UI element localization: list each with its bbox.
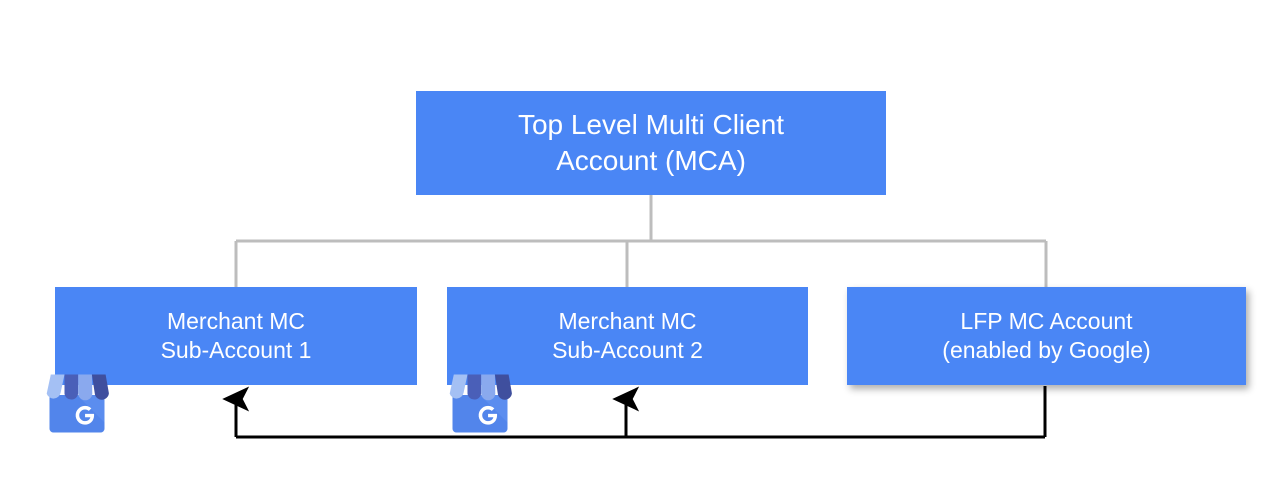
node-merchant-sub-account-2-label: Merchant MC Sub-Account 2: [552, 307, 703, 363]
node-top-level-mca-label: Top Level Multi Client Account (MCA): [517, 109, 785, 176]
node-lfp-mc-account[interactable]: LFP MC Account (enabled by Google): [847, 287, 1246, 385]
node-merchant-sub-account-1[interactable]: Merchant MC Sub-Account 1: [55, 287, 417, 385]
node-merchant-sub-account-1-label: Merchant MC Sub-Account 1: [160, 307, 312, 363]
google-my-business-icon: [46, 374, 109, 433]
node-lfp-mc-account-label: LFP MC Account (enabled by Google): [942, 307, 1151, 363]
node-top-level-mca[interactable]: Top Level Multi Client Account (MCA): [416, 91, 886, 195]
google-my-business-icon: [449, 374, 512, 433]
node-merchant-sub-account-2[interactable]: Merchant MC Sub-Account 2: [447, 287, 808, 385]
